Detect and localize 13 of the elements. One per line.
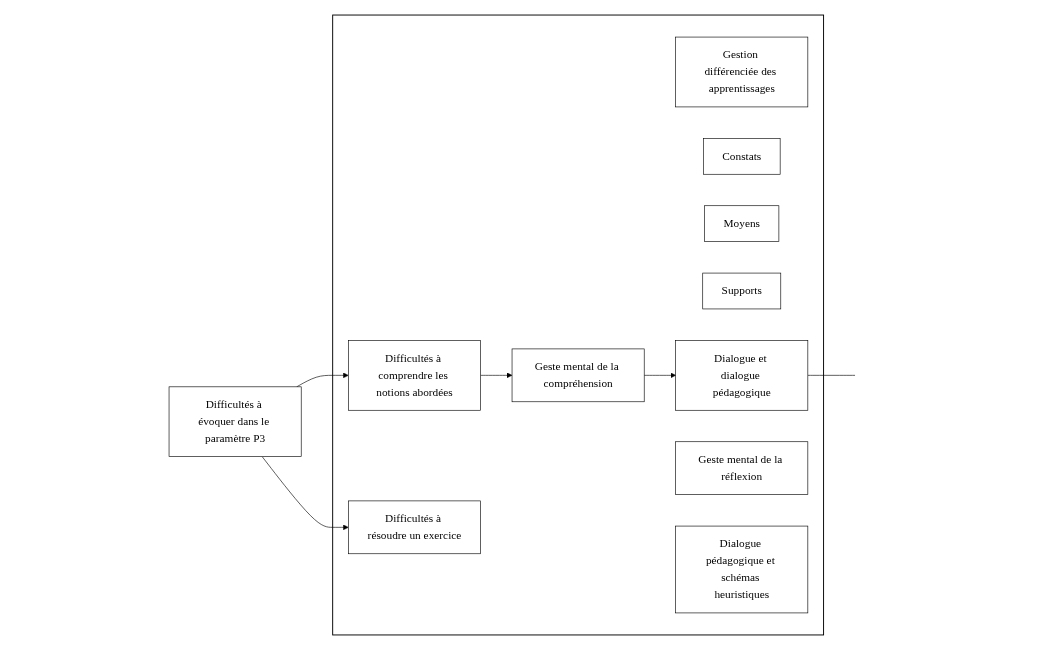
node-box: Gestion différenciée des apprentissages [674,36,808,108]
cluster [331,14,824,636]
node-box: Moyens [703,205,779,242]
node-box: Dialogue et dialogue pédagogique [674,340,808,411]
node-box: Supports [702,272,781,310]
node-box: Constats [702,138,781,175]
node-box: Geste mental de la réflexion [674,441,808,495]
node-box: Difficultés à résoudre un exercice [347,500,481,555]
node-box: Geste mental de la compréhension [511,348,645,403]
node-box: Difficultés à comprendre les notions abordées [347,340,481,411]
node-box: Dialogue pédagogique et schémas heuristiques [674,525,808,614]
node-box: Difficultés à évoquer dans le paramètre P3 [168,386,302,457]
connector [807,375,855,376]
